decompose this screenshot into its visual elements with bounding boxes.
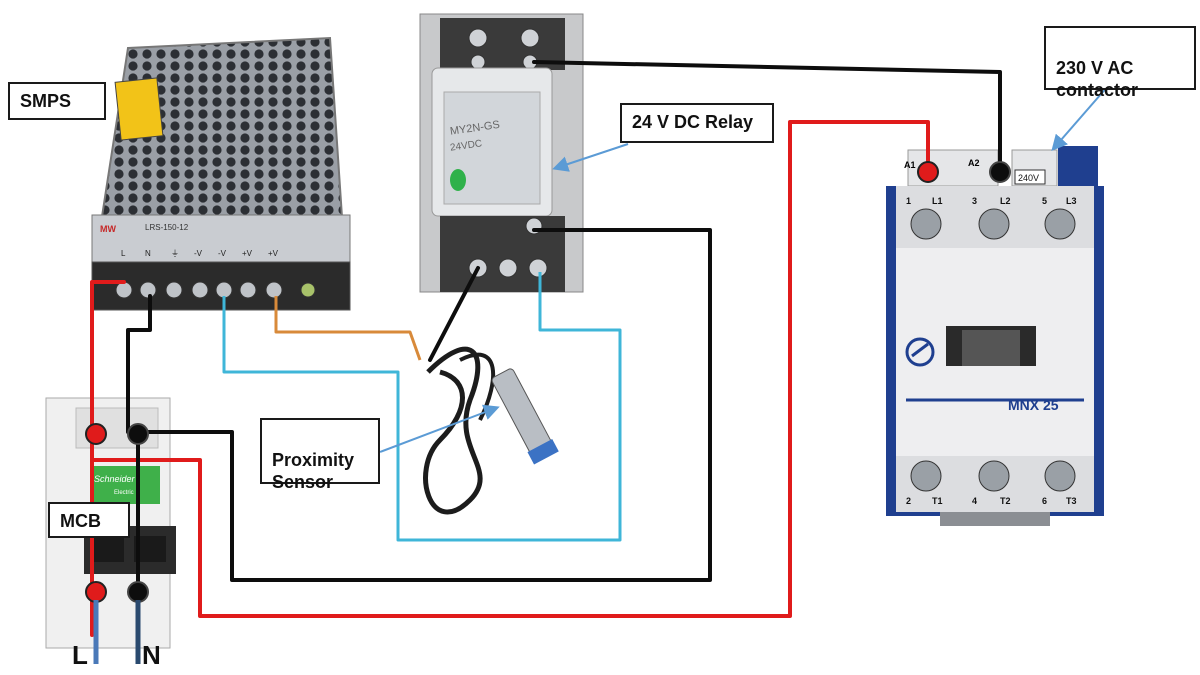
lt-logo-icon	[905, 337, 935, 367]
proximity-callout: Proximity Sensor	[260, 418, 380, 492]
smps-warning-label	[114, 77, 164, 141]
proximity-label: Proximity Sensor	[272, 449, 355, 493]
ct-top-1: 1	[906, 196, 911, 206]
ct-top-l2: L2	[1000, 196, 1011, 206]
mcb-top-live-terminal	[85, 423, 107, 445]
relay-callout-arrow	[552, 143, 629, 172]
relay-device: MY2N-GS 24VDC	[419, 13, 584, 293]
mcb-label: MCB	[60, 511, 101, 531]
contactor-callout: 230 V AC contactor	[1044, 26, 1196, 100]
ct-top-3: 3	[972, 196, 977, 206]
mcb-sub-text: Electric	[114, 490, 134, 496]
contactor-a2-terminal	[989, 161, 1011, 183]
smps-model-text: LRS-150-12	[145, 223, 189, 232]
contactor-a1-label: A1	[904, 160, 916, 170]
contactor-coil-rating: 240V	[1018, 173, 1039, 183]
mcb-top-neutral-terminal	[127, 423, 149, 445]
ct-top-5: 5	[1042, 196, 1047, 206]
smps-term-v3: +V	[242, 249, 253, 258]
contactor-a1-terminal	[917, 161, 939, 183]
contactor-callout-arrow	[1051, 85, 1109, 152]
ct-bot-2: 2	[906, 496, 911, 506]
ct-top-l1: L1	[932, 196, 943, 206]
smps-callout: SMPS	[8, 82, 106, 120]
mcb-bottom-live-terminal	[85, 581, 107, 603]
smps-term-l: L	[121, 249, 126, 258]
smps-label: SMPS	[20, 91, 72, 111]
proximity-callout-arrow	[379, 404, 500, 453]
ct-bot-t1: T1	[932, 496, 943, 506]
contactor-model-text: MNX 25	[1008, 397, 1059, 413]
mcb-callout: MCB	[48, 502, 130, 538]
sensor-barrel	[491, 368, 559, 465]
line-label: L	[72, 640, 88, 670]
proximity-sensor	[423, 346, 559, 515]
smps-term-v2: -V	[218, 249, 227, 258]
smps-device: LRS-150-12 MW L N ⏚ -V -V +V +V	[91, 36, 351, 311]
contactor-a2-label: A2	[968, 158, 980, 168]
smps-term-gnd: ⏚	[171, 249, 179, 258]
mcb-brand-text: Schneider	[94, 474, 136, 484]
contactor-device: 240V A1 A2 1 L1 3 L2 5 L3 MNX 25 2 T1 4	[886, 146, 1104, 526]
relay-led-icon	[450, 169, 466, 191]
relay-callout: 24 V DC Relay	[620, 103, 774, 143]
smps-term-v1: -V	[194, 249, 203, 258]
relay-label: 24 V DC Relay	[632, 112, 754, 132]
ct-bot-t3: T3	[1066, 496, 1077, 506]
smps-term-n: N	[145, 249, 151, 258]
smps-brand-text: MW	[100, 224, 116, 234]
ct-top-l3: L3	[1066, 196, 1077, 206]
wire-sensor	[222, 272, 622, 542]
ct-bot-6: 6	[1042, 496, 1047, 506]
contactor-label: 230 V AC contactor	[1056, 57, 1139, 101]
neutral-label: N	[142, 640, 161, 670]
mcb-brand-badge	[90, 466, 160, 504]
mcb-bottom-neutral-terminal	[127, 581, 149, 603]
ct-bot-t2: T2	[1000, 496, 1011, 506]
ct-bot-4: 4	[972, 496, 977, 506]
smps-term-v4: +V	[268, 249, 279, 258]
relay-coil-text: 24VDC	[449, 138, 482, 153]
